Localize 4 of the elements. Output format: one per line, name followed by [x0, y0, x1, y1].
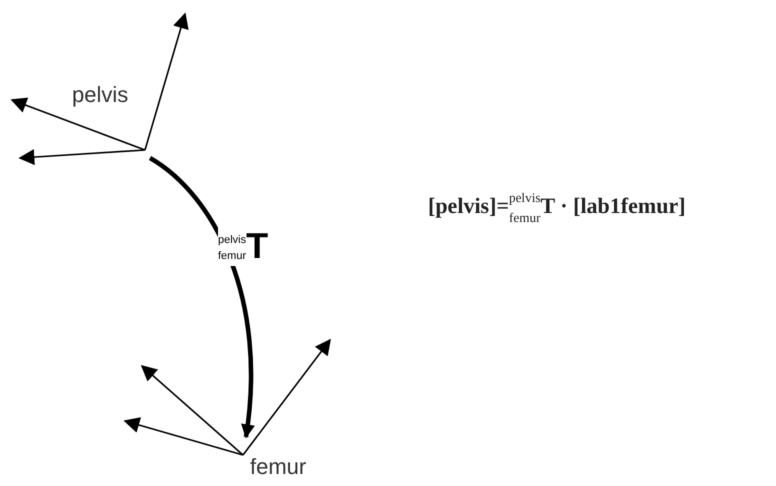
frame-label: pelvis [72, 82, 128, 108]
equation: [pelvis]=$^{pelvis}$$_{femur}$T · [lab1femur] [428, 189, 686, 227]
transform-arrow [148, 156, 254, 438]
frame-label: femur [250, 454, 306, 480]
